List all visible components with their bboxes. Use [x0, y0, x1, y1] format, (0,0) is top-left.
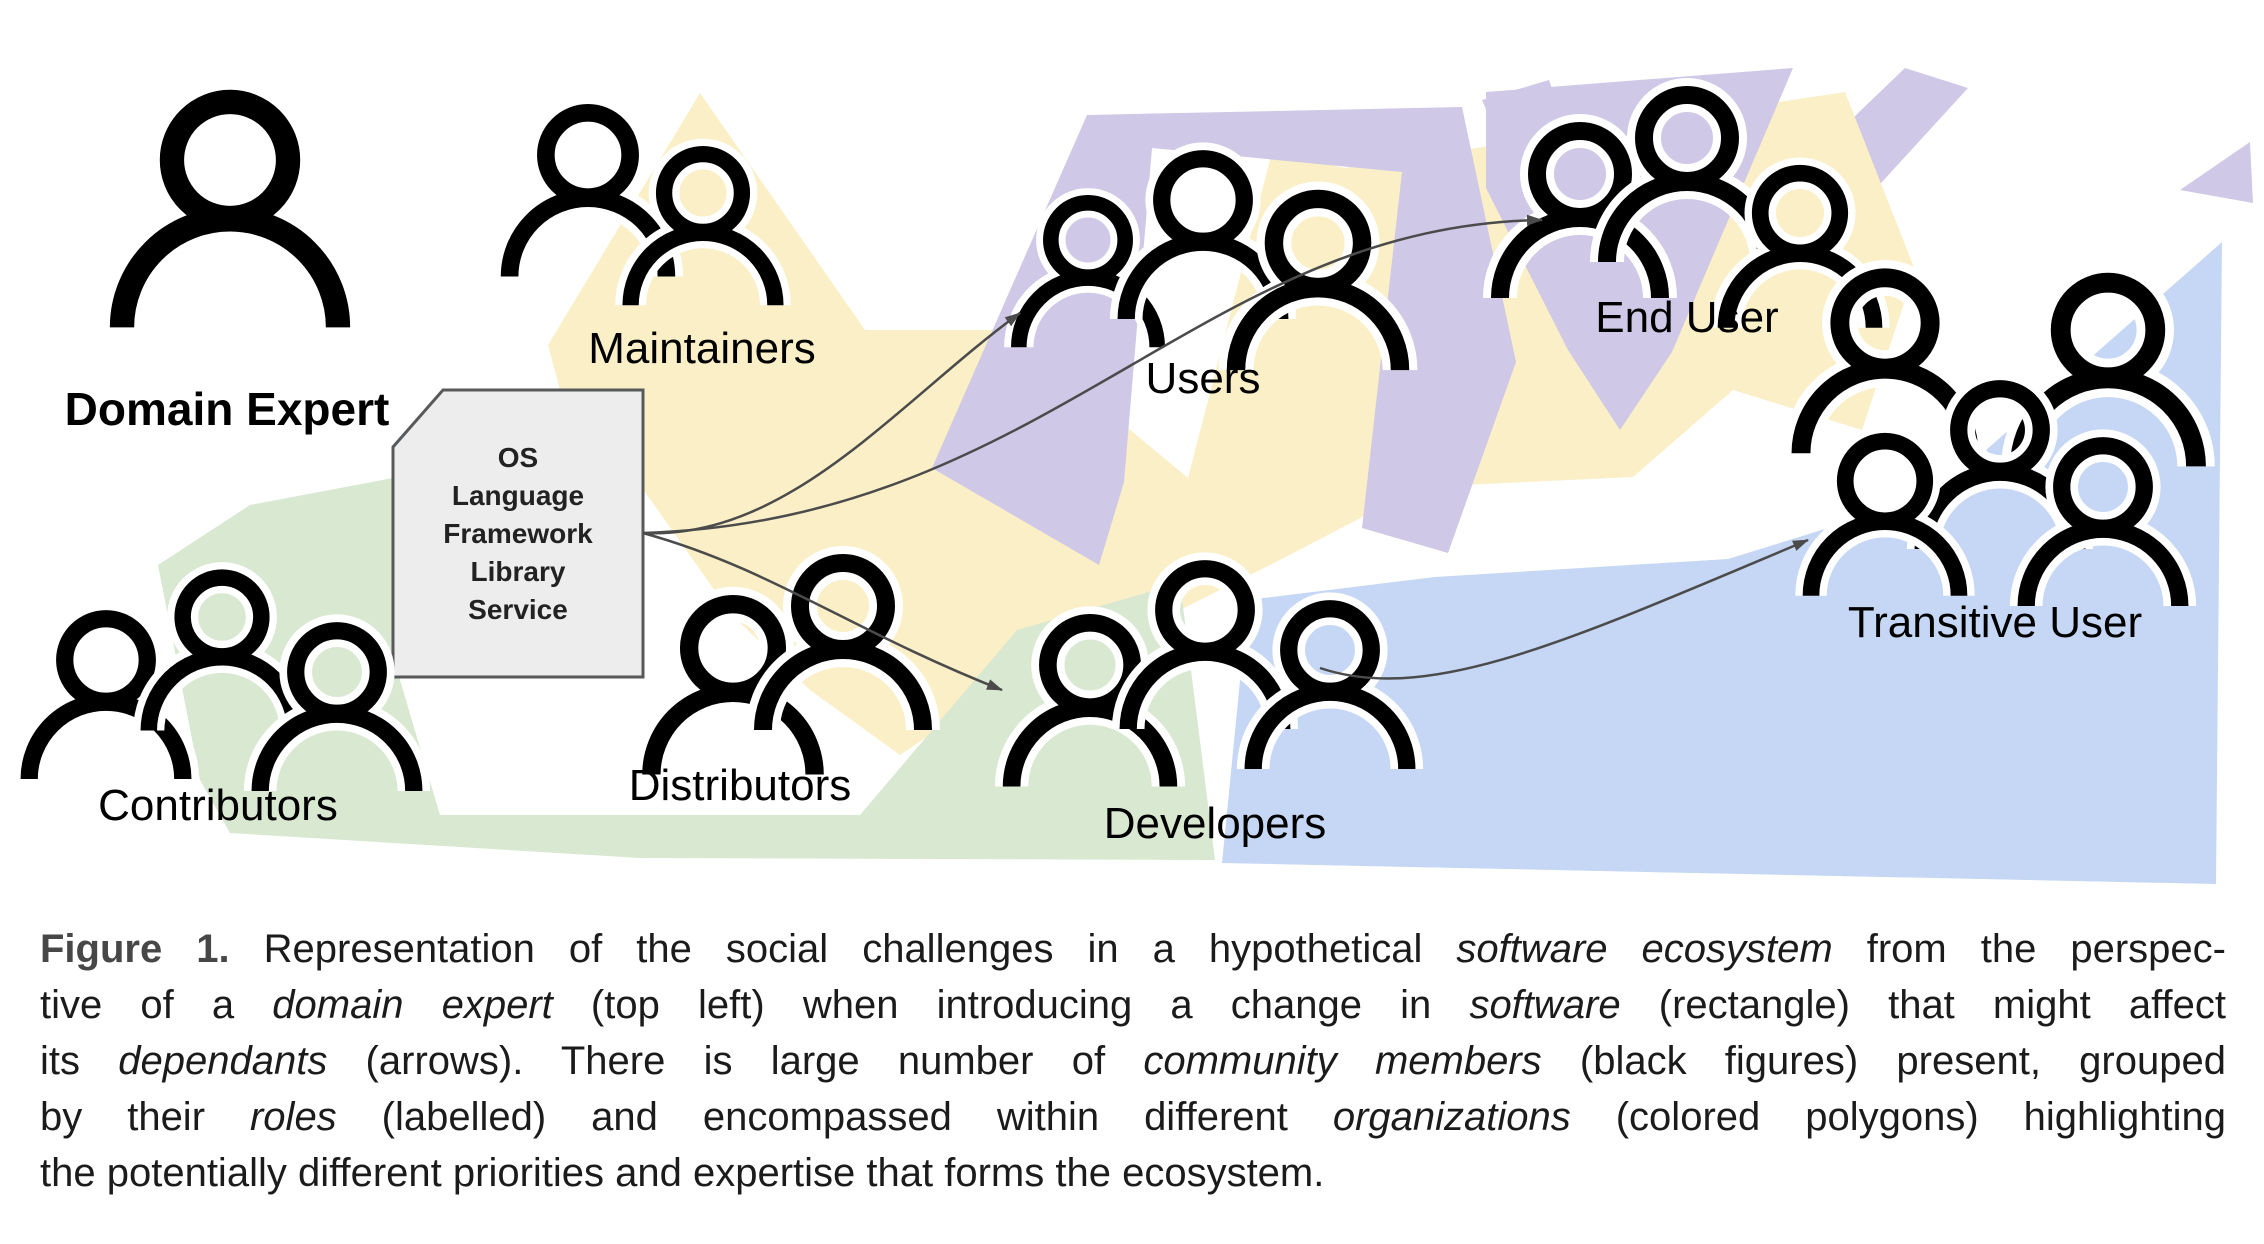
arrow-developers-to-transitive-user — [1319, 538, 1809, 680]
caption-text: software ecosystem — [1456, 927, 1833, 971]
person-icon — [122, 102, 338, 327]
software-box-line: Service — [468, 594, 568, 625]
caption-line: the potentially different priorities and… — [40, 1145, 2226, 1201]
caption-line: by their roles (labelled) and encompasse… — [40, 1089, 2226, 1145]
software-box-line: OS — [498, 442, 538, 473]
figure-caption: Figure 1. Representation of the social c… — [40, 921, 2226, 1201]
caption-text: Representation of the social challenges … — [229, 927, 1457, 971]
caption-text: its — [40, 1039, 119, 1083]
organization-polygon-purple-corner — [2180, 142, 2253, 203]
ecosystem-diagram: OS Language Framework Library Service Do… — [0, 68, 2253, 884]
caption-text: by their — [40, 1095, 250, 1139]
label-distributors: Distributors — [629, 761, 852, 810]
software-box-line: Language — [452, 480, 584, 511]
caption-figure-label: Figure 1. — [40, 927, 230, 971]
caption-text: (top left) when introducing a change in — [552, 983, 1470, 1027]
caption-text: (black figures) present, grouped — [1541, 1039, 2226, 1083]
organization-polygon-blue — [1222, 242, 2222, 884]
arrow-software-to-end-user — [642, 214, 1543, 535]
caption-text: (labelled) and encompassed within differ… — [336, 1095, 1333, 1139]
label-end-user: End User — [1595, 293, 1778, 342]
caption-line: Figure 1. Representation of the social c… — [40, 921, 2226, 977]
caption-text: organizations — [1332, 1095, 1571, 1139]
caption-text: (rectangle) that might affect — [1620, 983, 2226, 1027]
arrow-software-to-developers — [642, 531, 1003, 692]
caption-text: software — [1469, 983, 1621, 1027]
software-box-line: Library — [471, 556, 566, 587]
caption-text: the potentially different priorities and… — [40, 1151, 1325, 1195]
caption-text: roles — [249, 1095, 337, 1139]
caption-text: domain expert — [272, 983, 553, 1027]
caption-line: its dependants (arrows). There is large … — [40, 1033, 2226, 1089]
software-box-line: Framework — [443, 518, 593, 549]
caption-text: from the perspec- — [1832, 927, 2226, 971]
dependency-arrows — [642, 214, 1809, 692]
caption-text: tive of a — [40, 983, 273, 1027]
label-domain-expert: Domain Expert — [65, 383, 390, 435]
label-developers: Developers — [1104, 799, 1327, 848]
caption-line: tive of a domain expert (top left) when … — [40, 977, 2226, 1033]
caption-text: community members — [1143, 1039, 1542, 1083]
software-box: OS Language Framework Library Service — [391, 388, 645, 679]
label-maintainers: Maintainers — [588, 324, 815, 373]
label-transitive-user: Transitive User — [1848, 598, 2142, 647]
label-contributors: Contributors — [98, 781, 338, 830]
caption-text: (colored polygons) highlighting — [1570, 1095, 2226, 1139]
organization-polygon-purple-users-arch — [932, 107, 1516, 565]
caption-text: dependants — [118, 1039, 328, 1083]
label-users: Users — [1146, 354, 1261, 403]
caption-text: (arrows). There is large number of — [327, 1039, 1144, 1083]
